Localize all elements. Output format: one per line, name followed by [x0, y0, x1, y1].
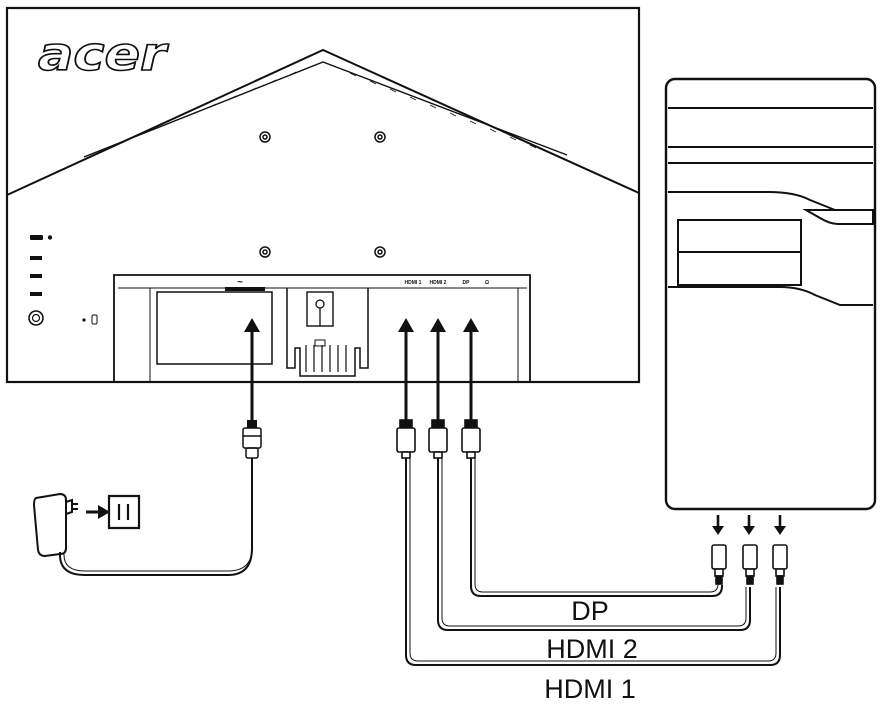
port-label-dp: DP: [463, 280, 471, 286]
cable-label-hdmi2: HDMI 2: [546, 634, 638, 664]
adapter-to-outlet-arrow: [86, 505, 110, 519]
power-inlet-symbol: ~: [237, 277, 243, 288]
wall-outlet-icon: [107, 494, 141, 530]
signal-cables: [405, 458, 781, 666]
control-buttons: [30, 235, 53, 296]
cable-label-hdmi1: HDMI 1: [544, 674, 636, 704]
monitor-side-connectors: [396, 419, 481, 459]
cable-label-dp: DP: [571, 596, 609, 626]
power-cable: [59, 547, 253, 576]
lock-icon: [82, 314, 98, 325]
brand-logo: acer: [38, 27, 170, 81]
monitor-rear: [5, 6, 641, 384]
ac-adapter-icon: [32, 492, 78, 558]
port-label-audio: Ω: [485, 280, 489, 286]
port-labels: HDMI 1 HDMI 2 DP Ω: [405, 280, 489, 286]
vesa-screw-holes: [259, 131, 386, 258]
pc-tower: [664, 77, 877, 511]
port-label-hdmi2: HDMI 2: [430, 280, 447, 286]
arrows-into-monitor: [244, 318, 479, 420]
power-button-icon: [28, 310, 44, 326]
port-label-hdmi1: HDMI 1: [405, 280, 422, 286]
pc-side-connectors: [711, 544, 788, 585]
power-plug: [242, 420, 262, 548]
arrows-into-pc-connectors: [712, 515, 786, 535]
